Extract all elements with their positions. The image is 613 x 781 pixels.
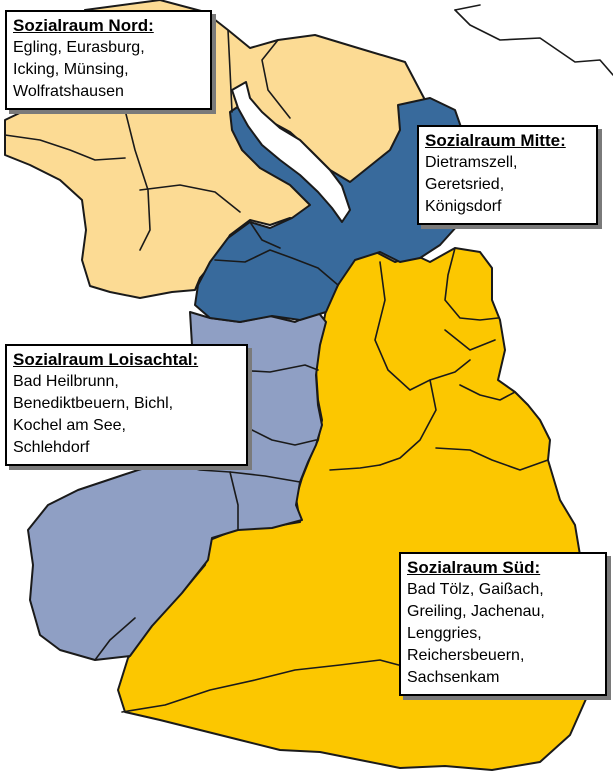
- region-title: Sozialraum Nord:: [13, 16, 154, 35]
- town-list-line: Greiling, Jachenau,: [407, 603, 545, 620]
- town-list-line: Wolfratshausen: [13, 83, 124, 100]
- label-box-sued: Sozialraum Süd: Bad Tölz, Gaißach, Greil…: [399, 552, 607, 696]
- label-box-mitte: Sozialraum Mitte: Dietramszell, Geretsri…: [417, 125, 598, 225]
- town-list-line: Geretsried,: [425, 176, 505, 193]
- town-list-line: Schlehdorf: [13, 439, 90, 456]
- region-title: Sozialraum Loisachtal:: [13, 350, 199, 369]
- town-list-line: Benediktbeuern, Bichl,: [13, 395, 174, 412]
- town-list-line: Lenggries,: [407, 625, 482, 642]
- region-title: Sozialraum Süd:: [407, 558, 541, 577]
- town-list-line: Icking, Münsing,: [13, 61, 129, 78]
- label-box-nord: Sozialraum Nord: Egling, Eurasburg, Icki…: [5, 10, 212, 110]
- town-list-line: Egling, Eurasburg,: [13, 39, 145, 56]
- town-list-line: Königsdorf: [425, 198, 502, 215]
- region-loisachtal[interactable]: [27, 311, 327, 661]
- town-list-line: Reichersbeuern,: [407, 647, 525, 664]
- town-list-line: Dietramszell,: [425, 154, 518, 171]
- region-mitte[interactable]: [194, 97, 469, 323]
- region-title: Sozialraum Mitte:: [425, 131, 566, 150]
- town-list-line: Bad Tölz, Gaißach,: [407, 581, 544, 598]
- town-list-line: Bad Heilbrunn,: [13, 373, 119, 390]
- lake: [231, 81, 351, 223]
- label-box-loisachtal: Sozialraum Loisachtal: Bad Heilbrunn, Be…: [5, 344, 248, 466]
- town-list-line: Kochel am See,: [13, 417, 126, 434]
- town-list-line: Sachsenkam: [407, 669, 500, 686]
